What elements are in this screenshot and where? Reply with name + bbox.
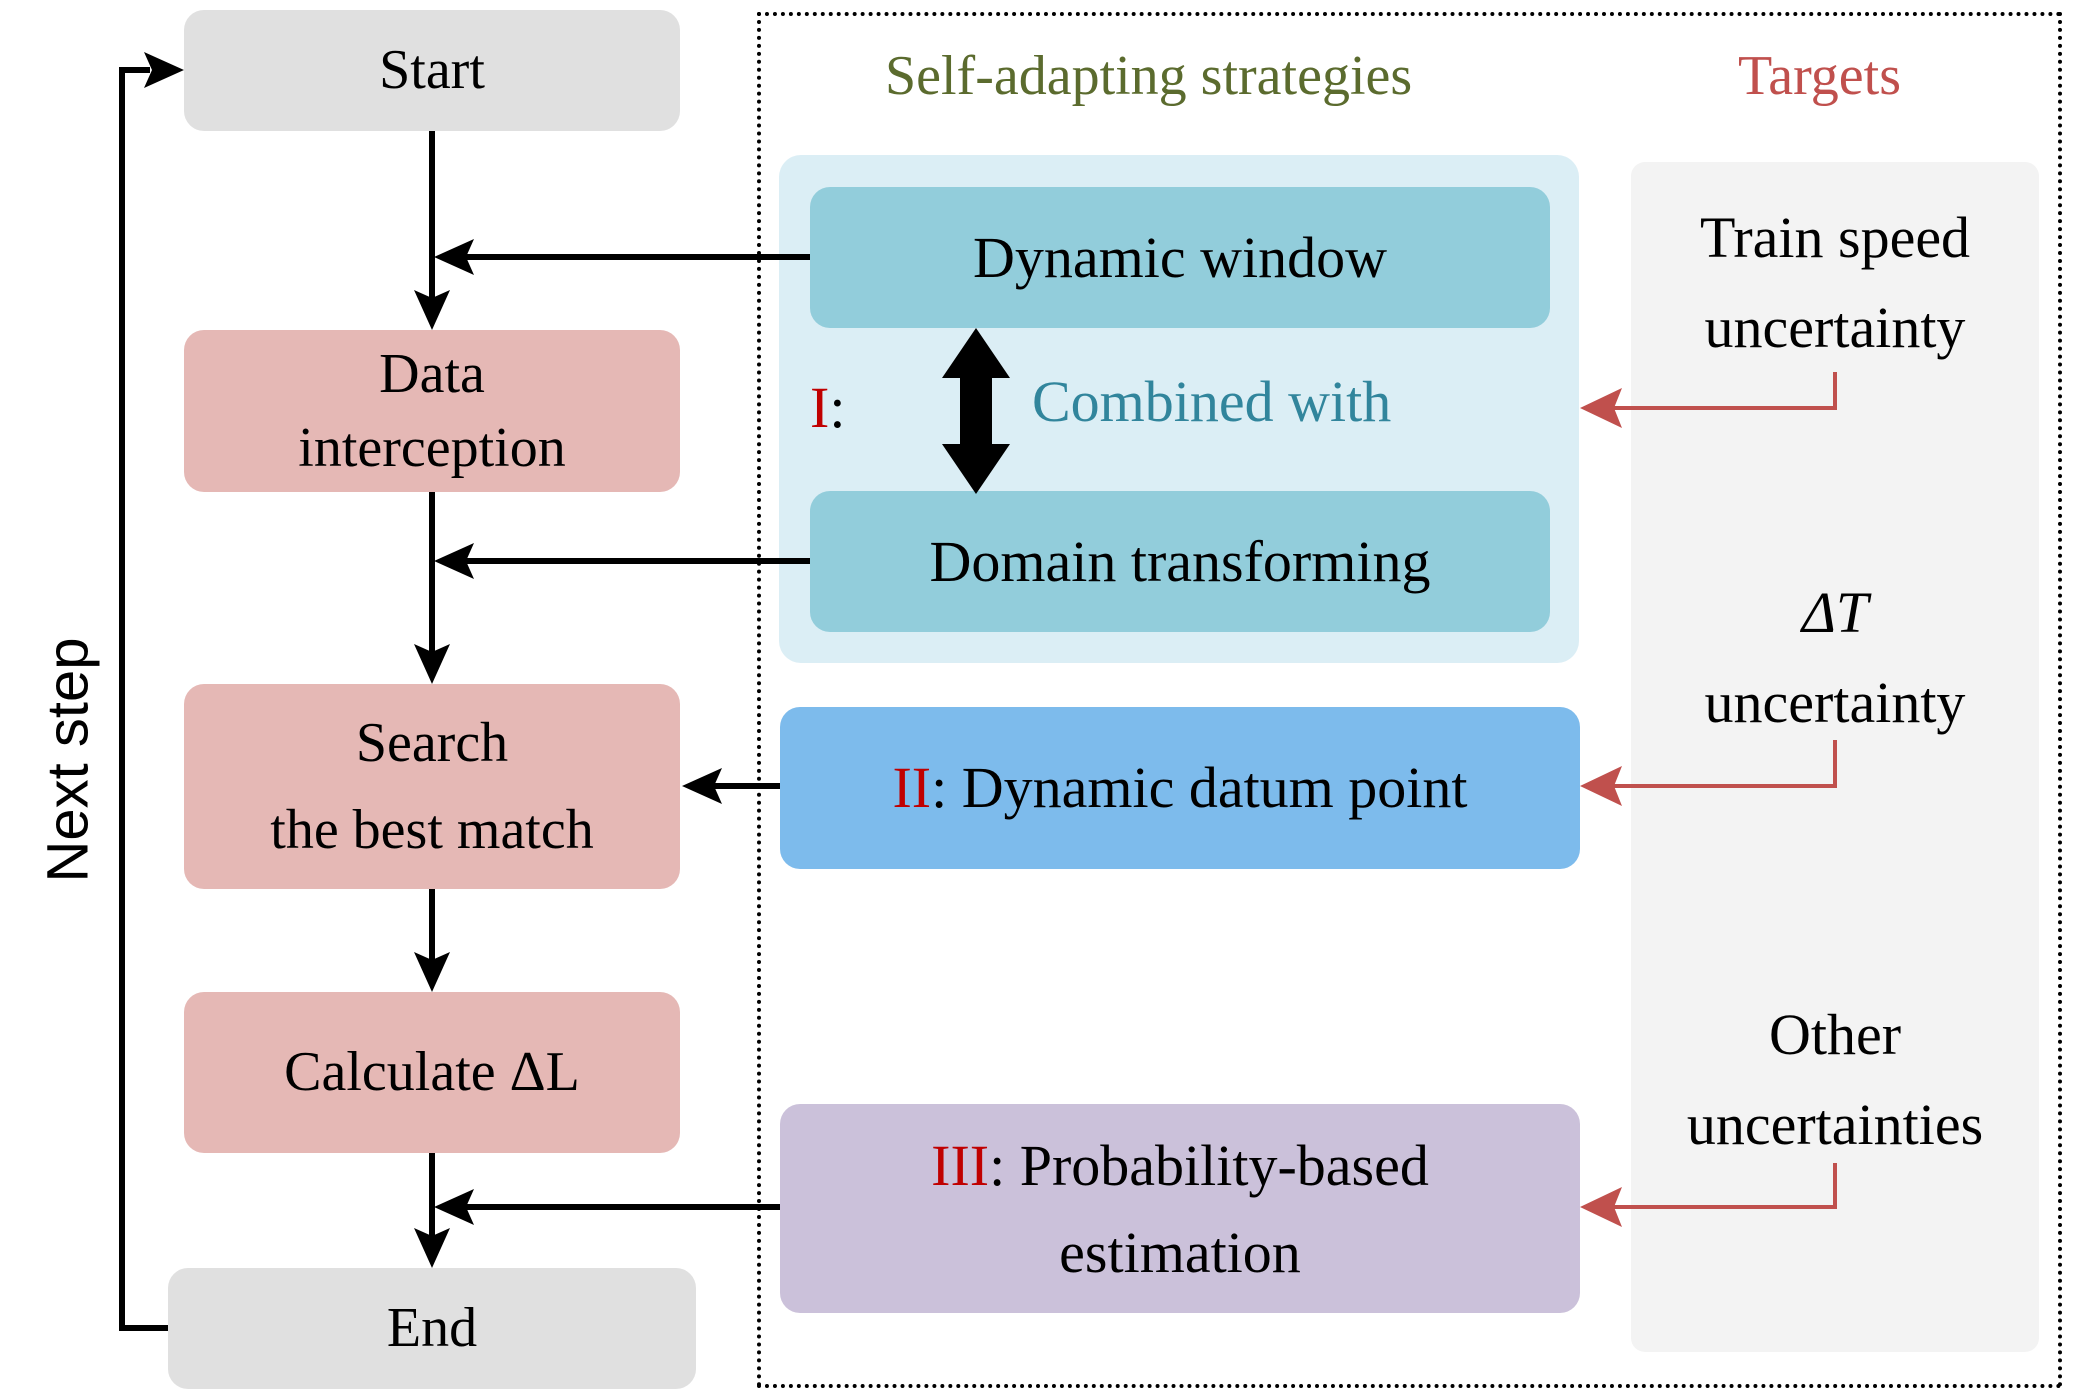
data-interception-box: Data interception	[184, 330, 680, 492]
arrowhead-into-calculate	[414, 952, 450, 992]
delta-t-line2: uncertainty	[1704, 669, 1966, 735]
domain-transforming-box: Domain transforming	[810, 491, 1550, 632]
strategies-targets-region	[757, 12, 2062, 1388]
strategy-one-marker: I:	[810, 374, 845, 441]
strategies-header: Self-adapting strategies	[885, 45, 1413, 107]
other-line2: uncertainties	[1686, 1091, 1984, 1157]
search-line2: the best match	[270, 798, 594, 861]
combined-double-arrow	[942, 328, 1010, 494]
targets-header: Targets	[1738, 45, 1901, 107]
arrowhead-domain-to-flow	[434, 543, 474, 579]
strategy-one-numeral: I	[810, 375, 830, 440]
arrowhead-into-search	[414, 644, 450, 684]
start-box: Start	[184, 10, 680, 131]
train-speed-connector	[1612, 372, 1837, 410]
train-speed-line1: Train speed	[1699, 205, 1971, 270]
arrowhead-train-speed	[1580, 388, 1622, 428]
strategy-two-numeral: II	[892, 755, 932, 821]
calculate-delta-l-box: Calculate ΔL	[184, 992, 680, 1153]
search-best-match-box: Search the best match	[184, 684, 680, 889]
combined-with-label: Combined with	[1032, 369, 1392, 434]
arrowhead-window-to-flow	[434, 239, 474, 275]
arrowhead-other	[1580, 1187, 1622, 1227]
target-arrowheads	[1580, 388, 1622, 1227]
probability-based-estimation-box: III: Probability-based estimation	[780, 1104, 1580, 1313]
delta-t-connector	[1612, 740, 1837, 788]
strategy-one-colon: :	[829, 375, 846, 440]
arrowhead-probability-to-flow	[434, 1189, 474, 1225]
strategy-three-line1: III: Probability-based	[931, 1122, 1429, 1209]
arrowhead-into-end	[414, 1228, 450, 1268]
next-step-loop-line	[119, 67, 168, 1331]
train-speed-line2: uncertainty	[1704, 294, 1966, 360]
other-target: Other uncertainties	[1631, 990, 2039, 1170]
data-interception-line1: Data	[379, 342, 485, 405]
start-label: Start	[379, 39, 485, 102]
arrowhead-into-interception	[414, 290, 450, 330]
double-arrow-shape	[942, 328, 1010, 494]
delta-t-target: ΔT uncertainty	[1631, 568, 2039, 748]
strategy-three-line1-text: : Probability-based	[989, 1132, 1429, 1198]
dynamic-window-box: Dynamic window	[810, 187, 1550, 328]
calculate-label: Calculate ΔL	[284, 1041, 580, 1104]
end-box: End	[168, 1268, 696, 1389]
other-connector	[1612, 1163, 1837, 1209]
other-line1: Other	[1768, 1002, 1902, 1067]
data-interception-line2: interception	[298, 417, 566, 479]
arrowhead-datum-to-search	[682, 768, 722, 804]
train-speed-target: Train speed uncertainty	[1631, 193, 2039, 373]
delta-t-line1: ΔT	[1801, 580, 1869, 645]
end-label: End	[386, 1297, 478, 1360]
strategy-three-line2: estimation	[1059, 1219, 1301, 1285]
arrowhead-delta-t	[1580, 766, 1622, 806]
arrowhead-into-start	[144, 52, 184, 88]
strategy-two-label: : Dynamic datum point	[931, 755, 1468, 821]
flow-lines	[119, 67, 810, 1331]
flow-arrowheads	[144, 52, 722, 1268]
search-line1: Search	[355, 711, 509, 774]
dynamic-datum-point-box: II: Dynamic datum point	[780, 707, 1580, 869]
strategy-three-numeral: III	[931, 1132, 990, 1198]
dynamic-window-label: Dynamic window	[973, 224, 1387, 290]
target-connector-lines	[1612, 372, 1837, 1209]
domain-transforming-label: Domain transforming	[929, 528, 1431, 594]
